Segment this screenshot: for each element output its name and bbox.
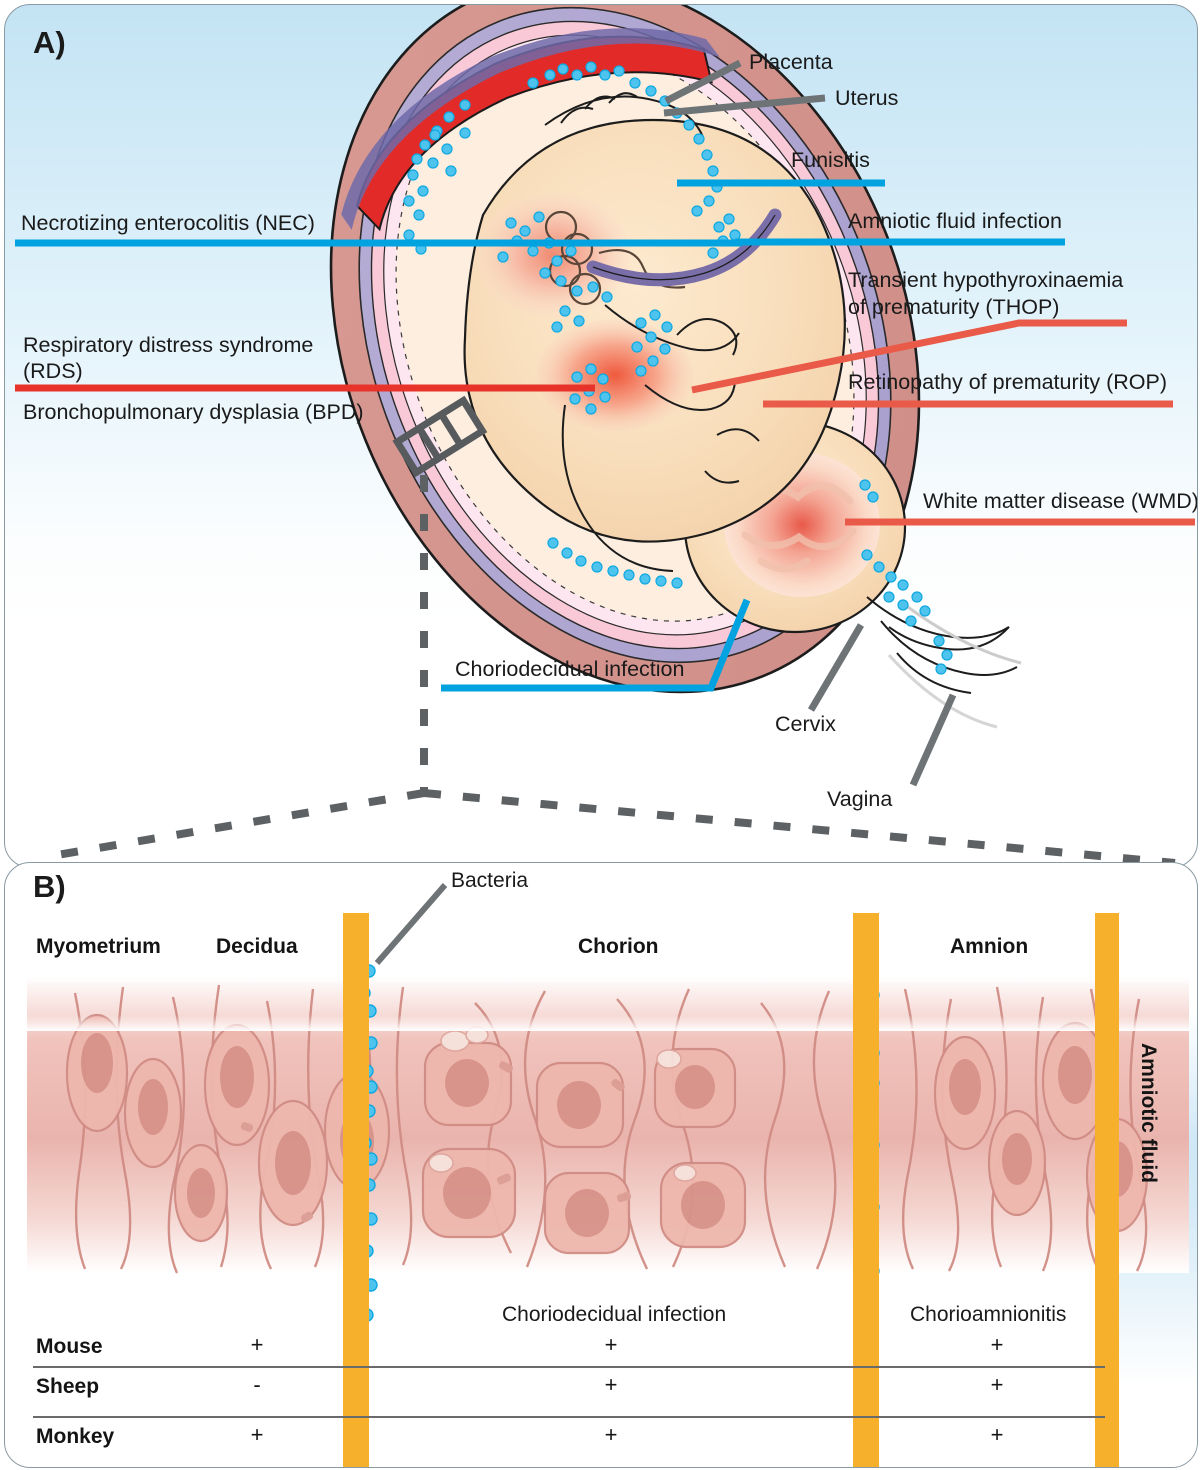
table-cell-sheep-decidua: -	[253, 1372, 261, 1397]
uterus-fetus-illustration	[15, 5, 1195, 867]
label-layer-amnion: Amnion	[950, 935, 1029, 958]
table-cell-mouse-decidua: +	[250, 1332, 264, 1357]
table-cell-mouse-choriodecidual: +	[604, 1332, 618, 1357]
table-cell-sheep-choriodecidual: +	[604, 1372, 618, 1397]
label-bacteria: Bacteria	[451, 869, 529, 892]
table-cell-monkey-choriodecidual: +	[604, 1422, 618, 1447]
label-placenta: Placenta	[749, 50, 833, 74]
label-amniotic-fluid-infection: Amniotic fluid infection	[848, 209, 1062, 233]
membrane-bar-decidua-chorion	[343, 913, 369, 1467]
panel-a: A)	[4, 4, 1198, 868]
label-rop: Retinopathy of prematurity (ROP)	[848, 370, 1168, 394]
label-funisitis: Funisitis	[791, 148, 870, 172]
label-layer-myometrium: Myometrium	[36, 935, 161, 958]
table-cell-sheep-chorioamnionitis: +	[990, 1372, 1004, 1397]
label-wmd: White matter disease (WMD)	[923, 489, 1198, 513]
column-header-choriodecidual-infection: Choriodecidual infection	[502, 1303, 727, 1326]
panel-b-letter: B)	[33, 869, 66, 904]
label-thop-line2: of prematurity (THOP)	[848, 295, 1060, 319]
amniotic-fluid-field	[1107, 909, 1197, 1467]
label-uterus: Uterus	[835, 86, 899, 110]
column-header-chorioamnionitis: Chorioamnionitis	[910, 1303, 1067, 1326]
label-vagina: Vagina	[827, 787, 893, 811]
membrane-bar-chorion-amnion	[853, 913, 879, 1467]
label-layer-decidua: Decidua	[216, 935, 298, 958]
table-cell-monkey-chorioamnionitis: +	[990, 1422, 1004, 1447]
label-choriodecidual-infection: Choriodecidual infection	[455, 657, 685, 681]
label-thop-line1: Transient hypothyroxinaemia	[848, 268, 1124, 292]
table-row-label-sheep: Sheep	[36, 1375, 100, 1398]
label-amniotic-fluid: Amniotic fluid	[1137, 1043, 1160, 1183]
table-cell-monkey-decidua: +	[250, 1422, 264, 1447]
table-rule-2	[33, 1416, 1105, 1418]
table-row-label-monkey: Monkey	[36, 1425, 115, 1448]
membrane-bar-amnion-fluid	[1095, 913, 1119, 1467]
label-nec: Necrotizing enterocolitis (NEC)	[21, 211, 315, 235]
table-row-label-mouse: Mouse	[36, 1335, 103, 1358]
table-rule-1	[33, 1366, 1105, 1368]
table-cell-mouse-chorioamnionitis: +	[990, 1332, 1004, 1357]
label-rds-line1: Respiratory distress syndrome	[23, 333, 314, 357]
label-bpd: Bronchopulmonary dysplasia (BPD)	[23, 400, 364, 424]
panel-b: B)	[4, 862, 1198, 1468]
label-layer-chorion: Chorion	[578, 935, 659, 958]
label-rds-line2: (RDS)	[23, 359, 83, 383]
label-cervix: Cervix	[775, 712, 836, 736]
panel-a-letter: A)	[33, 25, 66, 60]
